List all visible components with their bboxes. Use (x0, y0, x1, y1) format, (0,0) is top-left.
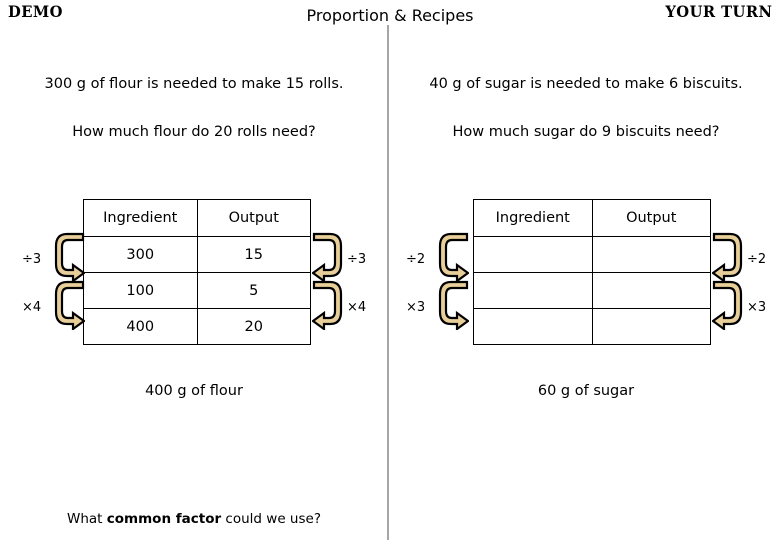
table-cell[interactable]: 5 (196, 272, 311, 309)
turn-left-op-1: ÷2 (406, 252, 426, 267)
table-row: 400 20 (83, 308, 311, 345)
table-cell[interactable] (473, 308, 593, 345)
table-cell[interactable] (473, 272, 593, 309)
table-header-output: Output (591, 199, 711, 237)
table-header-ingredient: Ingredient (83, 199, 198, 237)
hint-prefix: What (67, 511, 107, 527)
demo-left-op-1: ÷3 (22, 252, 42, 267)
your-turn-panel: 40 g of sugar is needed to make 6 biscui… (392, 0, 780, 540)
demo-left-loop-arrow-1 (53, 230, 85, 282)
page-title: Proportion & Recipes (306, 6, 474, 25)
demo-left-loop-arrow-2 (53, 278, 85, 330)
common-factor-hint: What common factor could we use? (0, 511, 388, 527)
demo-panel: 300 g of flour is needed to make 15 roll… (0, 0, 388, 540)
table-row (473, 272, 711, 309)
demo-left-op-2: ×4 (22, 300, 42, 315)
turn-prompt-line-2: How much sugar do 9 biscuits need? (452, 124, 720, 140)
turn-proportion-table: Ingredient Output (473, 199, 711, 345)
turn-left-loop-arrow-1 (437, 230, 469, 282)
table-header-row: Ingredient Output (83, 199, 311, 237)
turn-left-loop-arrow-2 (437, 278, 469, 330)
demo-proportion-table: Ingredient Output 300 15 100 5 400 20 (83, 199, 311, 345)
table-cell[interactable]: 100 (83, 272, 198, 309)
table-cell[interactable] (591, 236, 711, 273)
table-cell[interactable]: 20 (196, 308, 311, 345)
demo-badge: DEMO (8, 2, 63, 21)
table-row: 300 15 (83, 236, 311, 273)
panel-divider (387, 25, 389, 540)
turn-right-loop-arrow-2 (712, 278, 744, 330)
demo-prompt-line-2: How much flour do 20 rolls need? (72, 124, 316, 140)
table-row: 100 5 (83, 272, 311, 309)
table-row (473, 308, 711, 345)
table-header-row: Ingredient Output (473, 199, 711, 237)
table-cell[interactable]: 400 (83, 308, 198, 345)
table-row (473, 236, 711, 273)
demo-answer: 400 g of flour (145, 383, 243, 399)
hint-suffix: could we use? (221, 511, 321, 527)
turn-left-op-2: ×3 (406, 300, 426, 315)
demo-right-op-1: ÷3 (347, 252, 367, 267)
hint-bold-term: common factor (106, 511, 222, 527)
table-cell[interactable] (591, 272, 711, 309)
demo-right-loop-arrow-1 (312, 230, 344, 282)
table-header-output: Output (196, 199, 311, 237)
table-cell[interactable] (473, 236, 593, 273)
demo-prompt-line-1: 300 g of flour is needed to make 15 roll… (44, 76, 344, 92)
turn-right-loop-arrow-1 (712, 230, 744, 282)
turn-right-op-1: ÷2 (747, 252, 767, 267)
demo-right-loop-arrow-2 (312, 278, 344, 330)
table-cell[interactable]: 15 (196, 236, 311, 273)
turn-right-op-2: ×3 (747, 300, 767, 315)
turn-answer: 60 g of sugar (537, 383, 635, 399)
table-cell[interactable] (591, 308, 711, 345)
table-header-ingredient: Ingredient (473, 199, 593, 237)
turn-prompt-line-1: 40 g of sugar is needed to make 6 biscui… (429, 76, 743, 92)
demo-right-op-2: ×4 (347, 300, 367, 315)
your-turn-badge: YOUR TURN (664, 2, 772, 21)
table-cell[interactable]: 300 (83, 236, 198, 273)
